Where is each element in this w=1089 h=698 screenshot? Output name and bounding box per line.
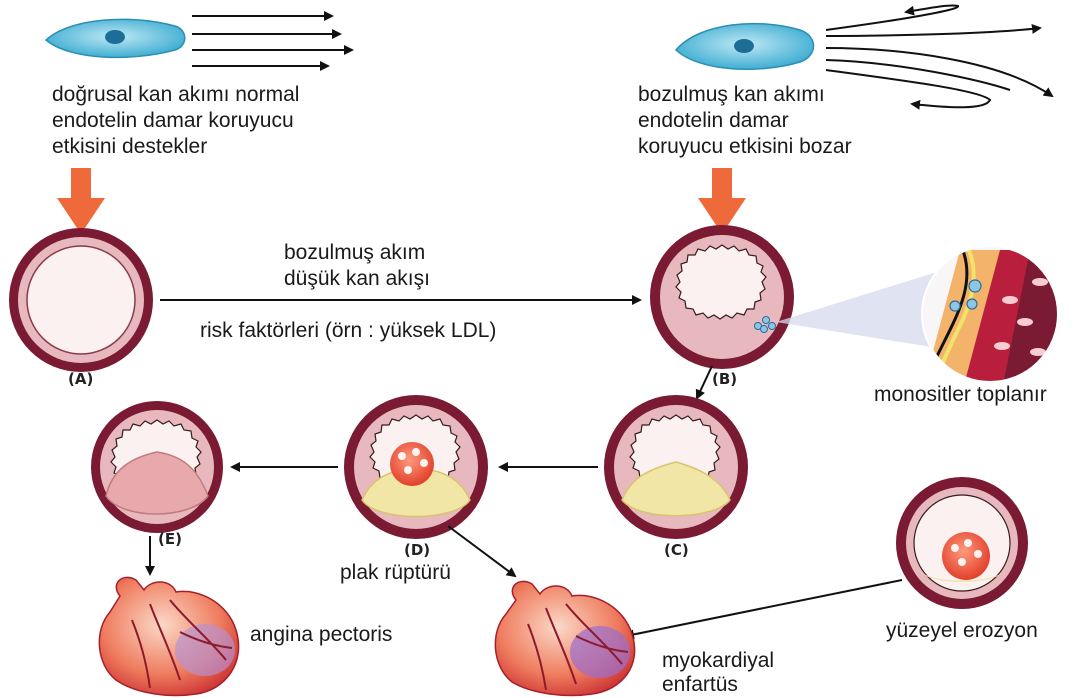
magnified-wall-inset	[920, 246, 1070, 400]
stage-d-label: (D)	[404, 541, 430, 559]
mi-label-line-1: myokardiyal	[662, 648, 774, 674]
top-left-caption-line-3: etkisini destekler	[52, 134, 207, 160]
mi-label-line-2: enfartüs	[662, 672, 738, 698]
orange-down-arrow-left	[57, 168, 105, 234]
top-right-caption-line-2: endotelin damar	[638, 108, 789, 134]
arrow-d-to-heart	[448, 526, 515, 576]
top-right-caption-line-1: bozulmuş kan akımı	[638, 82, 825, 108]
endothelial-cell-right	[676, 24, 814, 70]
heart-angina	[99, 577, 238, 695]
arrow-erosion-to-heart	[626, 580, 902, 636]
monocytes-label: monositler toplanır	[874, 382, 1047, 408]
risk-factors-label: risk faktörleri (örn : yüksek LDL)	[200, 318, 496, 344]
laminar-flow-arrows	[192, 16, 352, 66]
main-arrow-label-line-1: bozulmuş akım	[284, 240, 425, 266]
arrow-b-to-c	[697, 366, 712, 398]
vessel-b	[650, 225, 794, 369]
vessel-a	[9, 228, 153, 372]
vessel-d	[344, 395, 488, 539]
endothelial-cell-left	[46, 19, 185, 57]
top-right-caption-line-3: koruyucu etkisini bozar	[638, 134, 852, 160]
vessel-erosion	[896, 477, 1028, 609]
heart-mi	[495, 581, 634, 695]
top-left-caption-line-1: doğrusal kan akımı normal	[52, 82, 299, 108]
main-arrow-label-line-2: düşük kan akışı	[284, 266, 430, 292]
erosion-label: yüzeyel erozyon	[886, 618, 1038, 644]
stage-b-label: (B)	[712, 370, 737, 388]
stage-c-label: (C)	[664, 541, 689, 559]
vessel-e	[91, 401, 223, 533]
stage-e-label: (E)	[158, 530, 182, 548]
top-left-caption-line-2: endotelin damar koruyucu	[52, 108, 294, 134]
stage-a-label: (A)	[68, 370, 93, 388]
angina-label: angina pectoris	[250, 622, 392, 648]
plaque-rupture-label: plak rüptürü	[340, 560, 451, 586]
vessel-c	[604, 395, 748, 539]
disturbed-flow-arrows	[826, 5, 1052, 107]
orange-down-arrow-right	[698, 168, 746, 234]
